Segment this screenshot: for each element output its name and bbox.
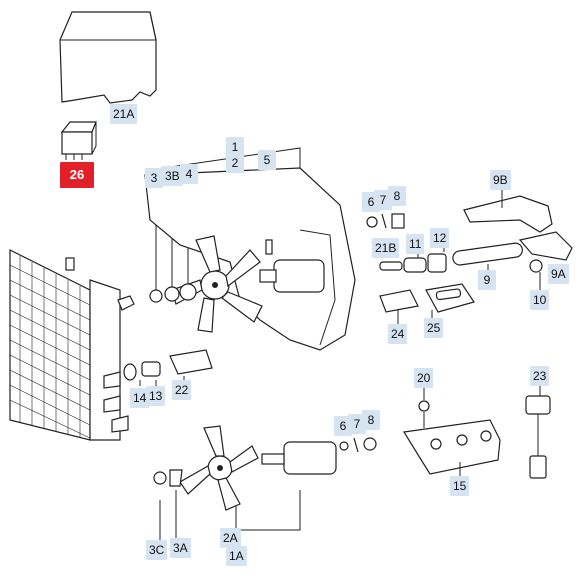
callout-3B[interactable]: 3B [162,166,183,186]
upper-fan [171,235,263,333]
sensor [525,395,551,479]
callout-9B[interactable]: 9B [490,170,511,190]
callout-15[interactable]: 15 [450,476,470,496]
callout-10[interactable]: 10 [530,290,550,310]
callout-26[interactable]: 26 [60,162,94,188]
callout-12[interactable]: 12 [430,228,450,248]
relay [60,121,97,160]
right-small-parts [366,195,573,313]
callout-2[interactable]: 2 [226,153,244,173]
callout-13[interactable]: 13 [146,386,166,406]
callout-3[interactable]: 3 [145,168,163,188]
callout-5[interactable]: 5 [258,150,276,170]
upper-motor [259,239,325,293]
callout-25[interactable]: 25 [424,318,444,338]
radiator [9,249,135,441]
callout-2A[interactable]: 2A [220,528,241,548]
callout-9[interactable]: 9 [478,270,496,290]
callout-3C[interactable]: 3C [146,540,168,560]
callout-8-lower[interactable]: 8 [362,410,380,430]
callout-20[interactable]: 20 [414,368,434,388]
callout-7-upper[interactable]: 7 [374,190,392,210]
callout-23[interactable]: 23 [530,366,550,386]
callout-3A[interactable]: 3A [170,538,191,558]
callout-6-lower[interactable]: 6 [334,416,352,436]
callout-22[interactable]: 22 [172,380,192,400]
callout-1A[interactable]: 1A [226,546,247,566]
callout-24[interactable]: 24 [388,324,408,344]
callout-11[interactable]: 11 [406,234,425,254]
lower-left-parts [123,349,213,381]
relay-bracket [403,400,501,475]
callout-7-lower[interactable]: 7 [348,414,366,434]
callout-8-upper[interactable]: 8 [388,186,406,206]
lower-fan [153,425,259,511]
callout-9A[interactable]: 9A [548,264,569,284]
callout-14[interactable]: 14 [130,388,150,408]
lower-motor [261,441,337,475]
callout-1[interactable]: 1 [226,137,244,157]
callout-4[interactable]: 4 [180,164,198,184]
relay-cover [59,11,157,104]
callout-21A[interactable]: 21A [110,104,138,124]
callout-21B[interactable]: 21B [372,238,400,258]
